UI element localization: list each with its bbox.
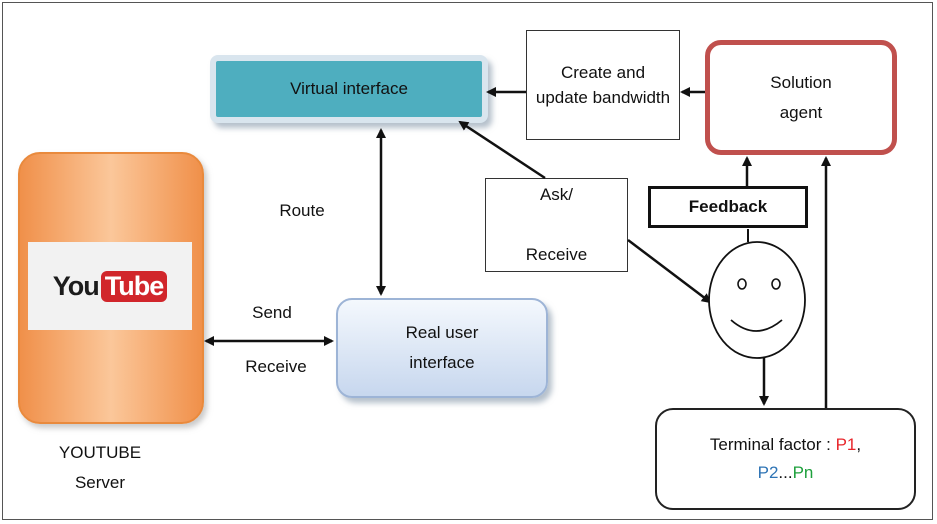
bandwidth-node: Create and update bandwidth xyxy=(526,30,680,140)
real-user-interface-label: Real user interface xyxy=(405,323,479,372)
youtube-logo-you: You xyxy=(52,270,100,301)
terminal-sep: , xyxy=(856,435,862,454)
server-label-line1: YOUTUBE xyxy=(58,443,142,462)
solution-agent-node: Solution agent xyxy=(705,40,897,155)
arrow-ask-to-virtual xyxy=(458,120,546,180)
feedback-label: Feedback xyxy=(688,197,768,216)
terminal-p2: P2 xyxy=(757,463,779,482)
ask-label: Ask/ xyxy=(539,185,574,204)
server-label: YOUTUBE Server xyxy=(40,438,160,498)
route-label: Route xyxy=(279,201,325,220)
feedback-node: Feedback xyxy=(648,186,808,228)
send-label: Send xyxy=(252,303,292,322)
terminal-factor-node: Terminal factor : P1, P2...Pn xyxy=(655,408,916,510)
bandwidth-label: Create and update bandwidth xyxy=(535,63,671,107)
solution-agent-label: Solution agent xyxy=(770,72,832,122)
receive-label: Receive xyxy=(245,357,307,376)
ask-receive-node: Ask/ Receive xyxy=(485,178,628,272)
terminal-p1: P1 xyxy=(835,435,857,454)
virtual-interface-node: Virtual interface xyxy=(210,55,488,123)
virtual-interface-label: Virtual interface xyxy=(290,79,408,98)
terminal-pn: Pn xyxy=(792,463,814,482)
arrow-ask-to-user xyxy=(627,239,712,304)
terminal-ellipsis: ... xyxy=(778,463,793,482)
terminal-prefix: Terminal factor : xyxy=(709,435,836,454)
real-user-interface-node: Real user interface xyxy=(336,298,548,398)
smiley-face-icon xyxy=(708,241,806,359)
youtube-logo-tube: Tube xyxy=(100,270,168,302)
terminal-factor-text: Terminal factor : P1, P2...Pn xyxy=(697,431,874,487)
receive-label-ask-box: Receive xyxy=(525,245,588,264)
server-label-line2: Server xyxy=(74,473,126,492)
